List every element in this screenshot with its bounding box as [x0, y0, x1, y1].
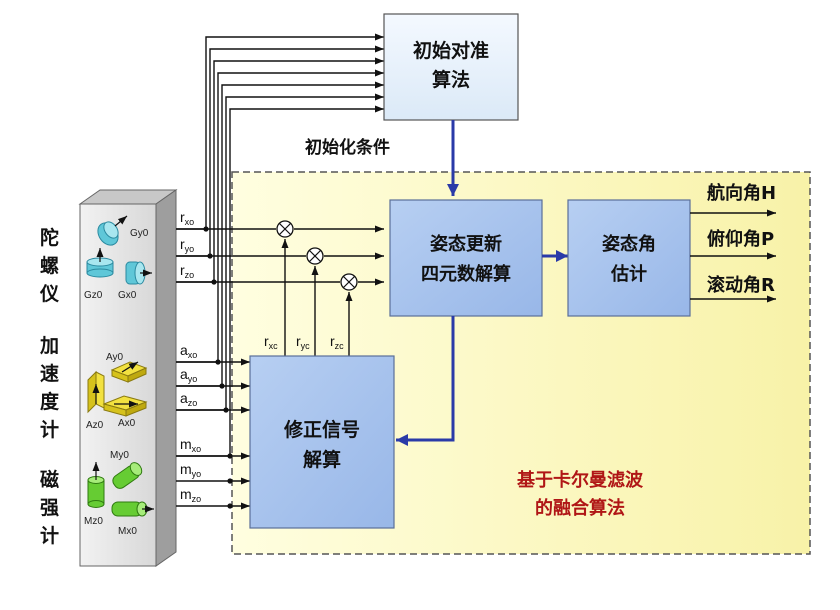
accel-icon-group [87, 361, 148, 417]
svg-text:计: 计 [40, 419, 59, 441]
accel-signal-x-label: axo [180, 342, 197, 360]
accel-x-label: Ax0 [118, 418, 136, 429]
fusion-label-line2: 的融合算法 [535, 497, 625, 519]
gyro-y-label: Gy0 [130, 228, 149, 239]
quat-to-correction-arrow [396, 316, 455, 446]
svg-text:陀: 陀 [40, 226, 59, 249]
svg-text:姿态更新: 姿态更新 [430, 233, 502, 255]
correction-signal-y-label: ryc [296, 333, 310, 351]
summing-junction-y [306, 247, 324, 265]
accel-mag-lines [176, 358, 250, 510]
gyro-signal-x-label: rxo [180, 209, 194, 227]
svg-text:加: 加 [39, 335, 59, 357]
accel-signal-z-label: azo [180, 390, 197, 408]
output-arrows [690, 209, 776, 303]
gyro-z-icon [86, 248, 114, 278]
output-roll: 滚动角R [707, 274, 775, 296]
initial-alignment-block: 初始对准 算法 [383, 13, 519, 121]
accel-y-icon [110, 361, 148, 383]
mag-signal-z-label: mzo [180, 486, 201, 504]
output-pitch: 俯仰角P [707, 228, 774, 250]
gyro-y-icon [97, 215, 128, 246]
correction-signal-x-label: rxc [264, 333, 278, 351]
mag-group-label: 磁 强 计 [40, 468, 59, 547]
svg-text:算法: 算法 [432, 68, 470, 91]
accel-z-label: Az0 [86, 420, 104, 431]
gyro-x-icon [125, 261, 152, 285]
accel-y-label: Ay0 [106, 352, 123, 363]
correction-signal-z-label: rzc [330, 333, 344, 351]
mag-z-label: Mz0 [84, 516, 103, 527]
accel-x-icon [102, 395, 148, 417]
accel-group-label: 加 速 度 计 [39, 335, 60, 441]
mag-signal-y-label: myo [180, 461, 201, 479]
gyro-icon-group [86, 215, 152, 285]
fusion-label-line1: 基于卡尔曼滤波 [516, 469, 644, 491]
gyro-signal-z-label: rzo [180, 262, 194, 280]
accel-z-icon [87, 370, 105, 414]
output-heading: 航向角H [707, 182, 776, 204]
gyro-x-label: Gx0 [118, 290, 137, 301]
correction-feedback-lines [281, 239, 353, 356]
summing-junction-z [340, 273, 358, 291]
attitude-estimate-block: 姿态角 估计 [567, 199, 691, 317]
gyro-z-label: Gz0 [84, 290, 103, 301]
mag-icon-group [87, 462, 154, 517]
correction-signal-block: 修正信号 解算 [249, 355, 395, 529]
gyro-group-label: 陀 螺 仪 [39, 226, 60, 305]
svg-text:四元数解算: 四元数解算 [421, 263, 511, 285]
svg-text:初始对准: 初始对准 [413, 39, 489, 62]
svg-text:磁: 磁 [40, 468, 59, 491]
gyro-signal-y-label: ryo [180, 236, 194, 254]
svg-text:计: 计 [40, 525, 59, 547]
init-condition-label: 初始化条件 [305, 137, 390, 158]
accel-signal-y-label: ayo [180, 366, 197, 384]
mag-z-icon [87, 462, 105, 508]
svg-text:仪: 仪 [39, 283, 60, 305]
svg-text:速: 速 [40, 362, 59, 385]
quaternion-update-block: 姿态更新 四元数解算 [389, 199, 543, 317]
svg-text:姿态角: 姿态角 [602, 233, 656, 255]
mag-y-icon [112, 462, 143, 489]
mag-y-label: My0 [110, 450, 129, 461]
svg-text:估计: 估计 [610, 263, 647, 285]
mag-signal-x-label: mxo [180, 436, 201, 454]
svg-text:度: 度 [40, 390, 60, 413]
mag-x-icon [111, 501, 154, 517]
mag-x-label: Mx0 [118, 526, 137, 537]
svg-text:修正信号: 修正信号 [283, 418, 360, 441]
summing-junction-x [276, 220, 294, 238]
svg-text:强: 强 [40, 497, 59, 519]
svg-text:解算: 解算 [303, 448, 341, 471]
svg-text:螺: 螺 [40, 255, 59, 277]
